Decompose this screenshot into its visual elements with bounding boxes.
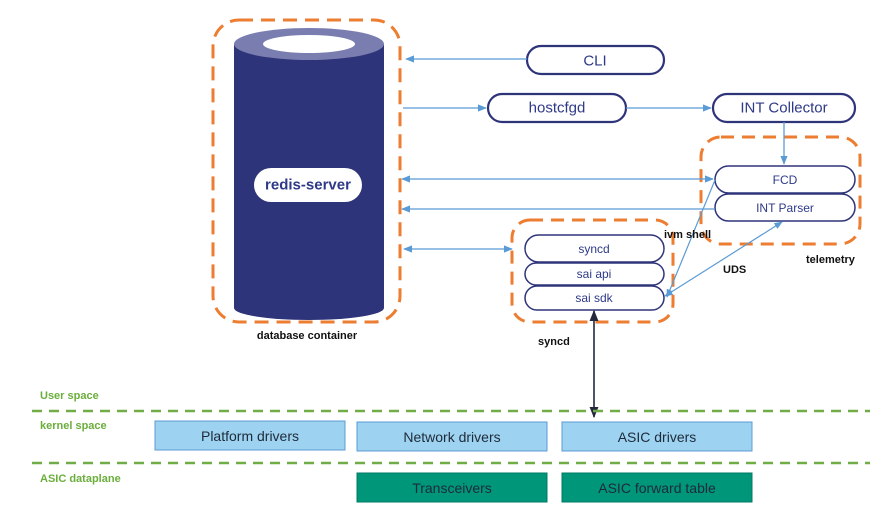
- asic-forward-table-block[interactable]: [561, 472, 753, 503]
- fcd-node[interactable]: [714, 165, 856, 194]
- sai-api-node[interactable]: [524, 262, 665, 286]
- arrow-sai-sdk-int-parser-uds: [664, 221, 783, 297]
- int-parser-node[interactable]: [714, 193, 856, 222]
- telemetry-container-border: [699, 135, 862, 246]
- int-parser-label: INT Parser: [756, 201, 814, 215]
- database-container-border: [211, 18, 402, 324]
- redis-server-label: redis-server: [265, 177, 351, 194]
- ivm-shell-label: ivm shell: [664, 229, 711, 241]
- asic-dataplane-label: ASIC dataplane: [40, 473, 121, 485]
- telemetry-container: FCD INT Parser telemetry: [699, 135, 862, 266]
- cli-node[interactable]: [525, 44, 666, 76]
- user-space-label: User space: [40, 390, 99, 402]
- platform-drivers-block[interactable]: [154, 420, 346, 451]
- syncd-node-label: syncd: [578, 242, 609, 256]
- syncd-container-label: syncd: [538, 336, 570, 348]
- transceivers-label: Transceivers: [412, 480, 492, 496]
- asic-drivers-label: ASIC drivers: [618, 429, 697, 445]
- asic-drivers-block[interactable]: [561, 421, 753, 452]
- syncd-node[interactable]: [524, 234, 665, 263]
- telemetry-label: telemetry: [806, 254, 856, 266]
- cli-label: CLI: [583, 53, 606, 70]
- platform-drivers-label: Platform drivers: [201, 428, 299, 444]
- transceivers-block[interactable]: [356, 472, 548, 503]
- sai-sdk-label: sai sdk: [575, 291, 613, 305]
- redis-server-pill[interactable]: [254, 168, 362, 202]
- fcd-label: FCD: [773, 173, 798, 187]
- network-drivers-block[interactable]: [356, 421, 548, 452]
- connections: [401, 55, 788, 419]
- database-container-label: database container: [257, 330, 358, 342]
- asic-forward-table-label: ASIC forward table: [598, 480, 716, 496]
- kernel-space-label: kernel space: [40, 420, 107, 432]
- hostcfgd-label: hostcfgd: [529, 100, 586, 117]
- uds-label: UDS: [723, 264, 746, 276]
- network-drivers-label: Network drivers: [403, 429, 500, 445]
- syncd-container: syncd sai api sai sdk syncd: [510, 218, 675, 348]
- database-container: redis-server database container: [211, 18, 402, 342]
- int-collector-label: INT Collector: [740, 100, 827, 117]
- sai-api-label: sai api: [577, 267, 612, 281]
